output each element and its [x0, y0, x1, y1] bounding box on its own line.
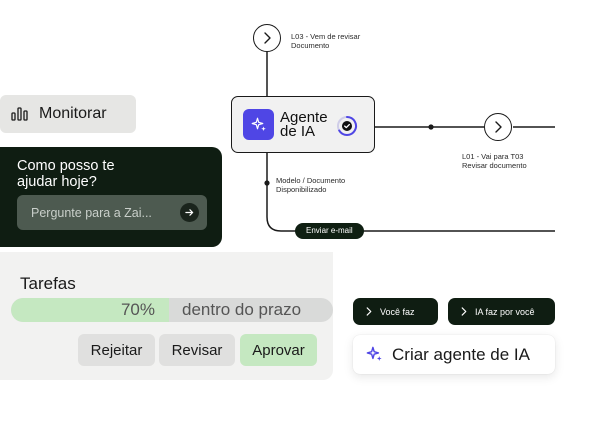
you-do-button[interactable]: Você faz	[353, 298, 438, 325]
chevron-right-icon	[366, 307, 372, 316]
agent-title: Agente de IA	[280, 109, 328, 140]
connector-bottom	[266, 216, 555, 232]
chevron-right-icon	[461, 307, 467, 316]
monitor-button[interactable]: Monitorar	[0, 95, 136, 133]
arrow-right-icon	[185, 209, 194, 216]
agent-node-card[interactable]: Agente de IA	[231, 96, 375, 153]
reject-button[interactable]: Rejeitar	[78, 334, 155, 366]
assistant-chat-card: Como posso te ajudar hoje?	[0, 147, 222, 247]
approve-button[interactable]: Aprovar	[240, 334, 317, 366]
ai-does-label: IA faz por você	[475, 306, 535, 317]
sparkle-icon	[366, 346, 382, 361]
top-flow-node[interactable]	[253, 24, 281, 52]
you-do-label: Você faz	[380, 306, 415, 317]
progress-percent: 70%	[120, 300, 155, 319]
right-flow-node[interactable]	[484, 113, 512, 141]
junction-dot	[428, 124, 434, 130]
monitor-label: Monitorar	[39, 105, 107, 122]
chat-input[interactable]	[17, 195, 207, 230]
tasks-progress-bar: 70% dentro do prazo	[11, 298, 333, 322]
check-circle-icon	[337, 116, 357, 136]
chat-question: Como posso te ajudar hoje?	[17, 158, 115, 190]
chevron-right-icon	[495, 121, 502, 133]
create-agent-label: Criar agente de IA	[392, 344, 530, 364]
branch-dot	[264, 180, 270, 186]
agent-icon-box	[243, 109, 274, 140]
sparkle-icon	[251, 117, 266, 131]
branch-label: Modelo / Documento Disponibilizado	[276, 176, 346, 194]
chevron-right-icon	[264, 32, 271, 44]
create-agent-button[interactable]: Criar agente de IA	[353, 335, 555, 374]
agent-status	[336, 115, 358, 137]
progress-text: dentro do prazo	[182, 300, 302, 319]
review-button[interactable]: Revisar	[159, 334, 235, 366]
bar-chart-icon	[11, 107, 28, 121]
progress-fill	[11, 298, 169, 322]
tasks-title: Tarefas	[20, 274, 76, 293]
top-node-label: L03 - Vem de revisar Documento	[291, 32, 361, 50]
tasks-panel: Tarefas 70% dentro do prazo Rejeitar Rev…	[0, 252, 333, 380]
right-node-label: L01 - Vai para T03 Revisar documento	[462, 152, 527, 170]
send-button[interactable]	[180, 203, 199, 222]
ai-does-button[interactable]: IA faz por você	[448, 298, 555, 325]
send-email-pill[interactable]: Enviar e-mail	[295, 223, 364, 239]
